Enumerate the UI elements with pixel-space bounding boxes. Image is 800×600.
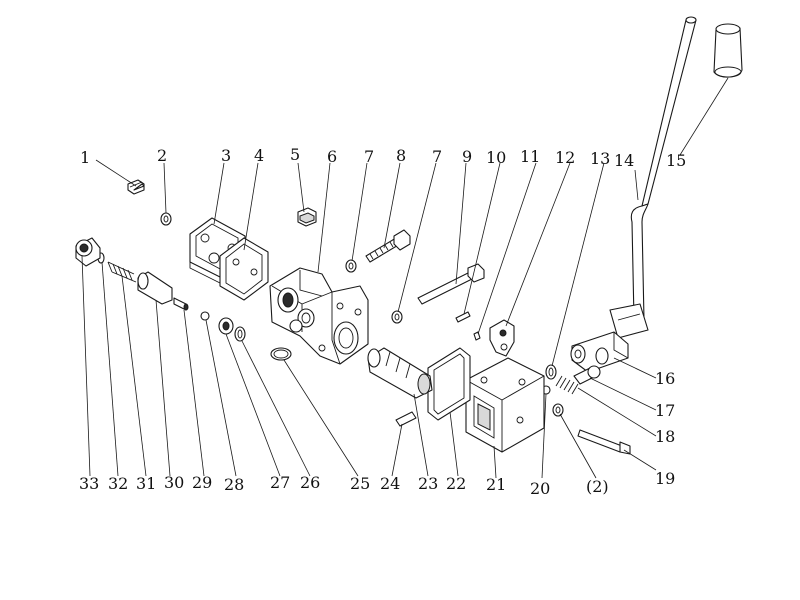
part-15-knob xyxy=(713,23,743,78)
part-10-pin xyxy=(455,311,471,323)
part-12-lever-arm xyxy=(489,319,515,357)
part-31-spring xyxy=(107,261,137,283)
label-25: 25 xyxy=(350,474,370,493)
part-4-gasket xyxy=(219,237,269,301)
label-28: 28 xyxy=(224,475,244,494)
label-3: 3 xyxy=(221,146,231,165)
part-30-sleeve xyxy=(137,271,173,305)
label-21: 21 xyxy=(486,475,506,494)
label-22: 22 xyxy=(446,474,466,493)
label-15: 15 xyxy=(666,151,686,170)
part-11-clip xyxy=(473,331,481,341)
label-18: 18 xyxy=(655,427,675,446)
part-16-pivot-shaft xyxy=(570,331,629,373)
label-2: 2 xyxy=(157,146,167,165)
part-21-housing xyxy=(465,357,545,453)
part-19-long-bolt xyxy=(577,429,631,455)
label-27: 27 xyxy=(270,473,290,492)
part-13-ring xyxy=(545,364,557,380)
label-2b: (2) xyxy=(586,477,609,496)
label-29: 29 xyxy=(192,473,212,492)
part-14-shift-lever xyxy=(609,16,697,339)
part-23-spool xyxy=(367,347,433,399)
label-10: 10 xyxy=(486,148,506,167)
part-22-gasket xyxy=(427,347,471,421)
label-17: 17 xyxy=(655,401,675,420)
part-5-plug xyxy=(297,207,317,227)
label-14: 14 xyxy=(614,151,634,170)
label-26: 26 xyxy=(300,473,320,492)
label-4: 4 xyxy=(254,146,264,165)
label-7b: 7 xyxy=(432,147,442,166)
label-5: 5 xyxy=(290,145,300,164)
label-33: 33 xyxy=(79,474,99,493)
label-11: 11 xyxy=(520,147,540,166)
part-24-pin xyxy=(395,411,417,427)
label-7a: 7 xyxy=(364,147,374,166)
part-25-o-ring xyxy=(270,347,292,361)
part-7-washer-upper xyxy=(345,259,357,273)
label-30: 30 xyxy=(164,473,184,492)
label-12: 12 xyxy=(555,148,575,167)
part-33-cap xyxy=(75,237,101,267)
label-32: 32 xyxy=(108,474,128,493)
leader-lines xyxy=(81,77,729,479)
label-24: 24 xyxy=(380,474,400,493)
part-2-washer-lower xyxy=(552,403,564,417)
part-labels: 1 2 3 4 5 6 7 8 7 9 10 11 12 13 14 15 16… xyxy=(79,145,686,498)
part-28-ball xyxy=(200,311,210,321)
part-7-washer-lower xyxy=(391,310,403,324)
part-2-washer xyxy=(160,212,172,226)
label-31: 31 xyxy=(136,474,156,493)
part-29-plunger xyxy=(173,297,189,311)
part-26-ring xyxy=(234,326,246,342)
label-23: 23 xyxy=(418,474,438,493)
part-17-18-spring-plunger xyxy=(555,365,601,395)
label-20: 20 xyxy=(530,479,550,498)
label-16: 16 xyxy=(655,369,675,388)
part-9-long-bolt xyxy=(417,263,485,305)
label-19: 19 xyxy=(655,469,675,488)
part-27-bushing xyxy=(218,317,234,335)
part-6-valve-body xyxy=(269,267,369,365)
label-13: 13 xyxy=(590,149,610,168)
label-6: 6 xyxy=(327,147,337,166)
label-1: 1 xyxy=(80,148,90,167)
label-8: 8 xyxy=(396,146,406,165)
part-8-cap-screw xyxy=(365,229,411,263)
label-9: 9 xyxy=(462,147,472,166)
